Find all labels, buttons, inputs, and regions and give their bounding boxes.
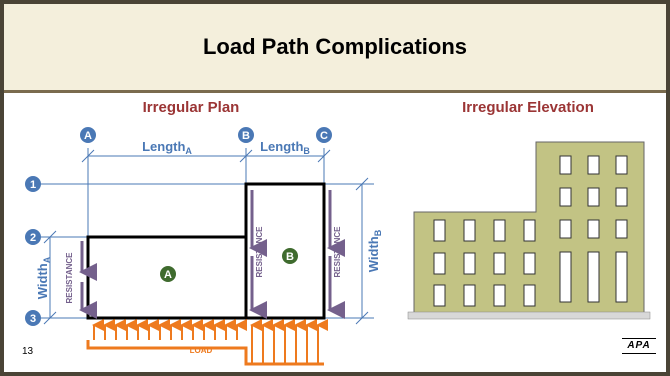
svg-text:C: C [320,130,328,142]
window-high-0-0 [559,155,572,175]
grid-bubble-2: 2 [25,229,41,245]
grid-bubble-a: A [80,127,96,143]
window-low-2-2 [493,284,506,307]
window-low-0-0 [433,219,446,242]
plan-heading: Irregular Plan [143,99,240,116]
window-tall-0 [559,251,572,303]
svg-text:A: A [164,269,172,281]
resistance-label-right: RESISTANCE [333,226,342,278]
window-low-1-2 [463,284,476,307]
window-low-3-1 [523,252,536,275]
svg-text:B: B [286,251,294,263]
diagram: Irregular Plan Irregular Elevation A [25,99,651,366]
width-b-label: WidthB [366,229,383,272]
resistance-label-mid: RESISTANCE [255,226,264,278]
length-b-label: LengthB [260,139,310,156]
window-high-2-1 [615,187,628,207]
load-baseline [86,340,324,366]
load-label: LOAD [190,346,213,355]
window-low-3-0 [523,219,536,242]
grid-bubble-3: 3 [25,310,41,326]
window-high-1-1 [587,187,600,207]
region-b-marker: B [282,248,298,264]
elevation-heading: Irregular Elevation [462,99,594,116]
slide-title: Load Path Complications [202,34,468,59]
svg-text:3: 3 [30,313,36,325]
svg-text:1: 1 [30,179,36,191]
window-tall-2 [615,251,628,303]
svg-text:A: A [84,130,92,142]
window-high-0-2 [559,219,572,239]
grid-bubble-1: 1 [25,176,41,192]
width-a-label: WidthA [35,256,52,299]
region-a-marker: A [160,266,176,282]
window-low-0-2 [433,284,446,307]
window-tall-1 [587,251,600,303]
load-arrows [86,319,328,366]
grid-bubble-c: C [316,127,332,143]
window-low-1-0 [463,219,476,242]
window-high-1-2 [587,219,600,239]
window-high-1-0 [587,155,600,175]
svg-text:2: 2 [30,232,36,244]
grid-bubble-b: B [238,127,254,143]
length-a-label: LengthA [142,139,192,156]
page-number: 13 [22,346,34,357]
window-low-1-1 [463,252,476,275]
resistance-label-left: RESISTANCE [65,252,74,304]
window-high-2-2 [615,219,628,239]
apa-logo: APA [622,338,656,354]
elevation-building [407,141,651,320]
window-low-3-2 [523,284,536,307]
title-bar: Load Path Complications [4,4,666,93]
resistance-arrows [79,190,345,319]
window-low-2-0 [493,219,506,242]
window-high-0-1 [559,187,572,207]
window-low-0-1 [433,252,446,275]
svg-text:B: B [242,130,250,142]
window-high-2-0 [615,155,628,175]
window-low-2-1 [493,252,506,275]
elevation-windows [433,155,628,307]
